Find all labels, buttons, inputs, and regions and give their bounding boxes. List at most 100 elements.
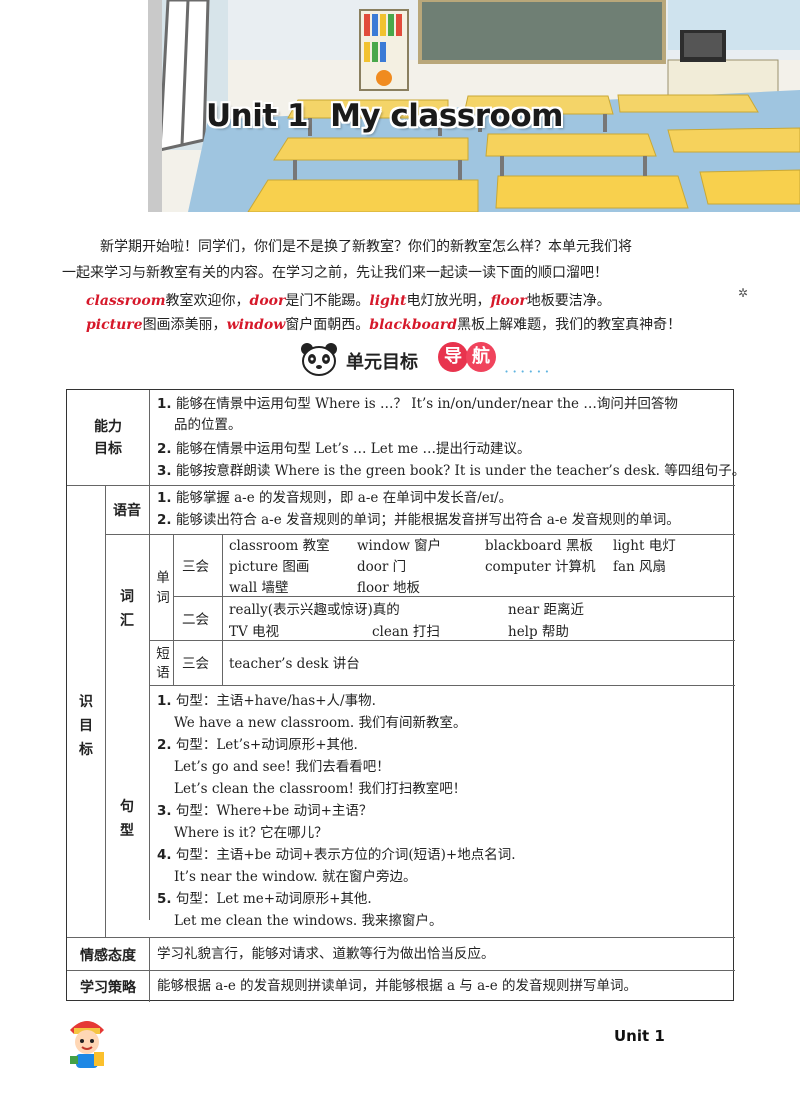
rhyme-text: 教室欢迎你， <box>165 293 250 309</box>
mascot-icon <box>70 1021 104 1068</box>
sentence-example: Let’s clean the classroom! 我们打扫教室吧！ <box>174 781 467 797</box>
item-text: 句型：Where+be 动词+主语？ <box>175 803 373 819</box>
sentence-item: 2. 句型：Let’s+动词原形+其他. <box>157 736 358 754</box>
rhyme-word: classroom <box>86 293 166 309</box>
knowledge-label-char: 标 <box>79 742 93 758</box>
ability-label: 能力 目标 <box>67 416 149 460</box>
rhyme-text: 电灯放光明， <box>406 293 491 309</box>
phonics-item-1: 1. 能够掌握 a-e 的发音规则，即 a-e 在单词中发长音/eɪ/。 <box>157 489 512 507</box>
erhui-label: 二会 <box>182 612 209 628</box>
word-label-char: 词 <box>156 590 170 606</box>
rhyme-word: door <box>249 293 286 309</box>
item-text: 能够在情景中运用句型 Let’s … Let me …提出行动建议。 <box>175 441 531 457</box>
rhyme-word: light <box>369 293 407 309</box>
rhyme-line-2: picture图画添美丽，window窗户面朝西。blackboard黑板上解难… <box>86 314 766 334</box>
emotion-label: 情感态度 <box>80 948 136 964</box>
item-text: 句型：Let’s+动词原形+其他. <box>175 737 358 753</box>
unit-goals-table: 能力 目标 1. 能够在情景中运用句型 Where is …？ It’s in/… <box>66 389 745 1002</box>
word-label: 单 词 <box>154 568 172 608</box>
item-text: 句型：Let me+动词原形+其他. <box>175 891 372 907</box>
intro-line-1: 新学期开始啦！同学们，你们是不是换了新教室？你们的新教室怎么样？本单元我们将 <box>100 239 632 255</box>
intro-line-2: 一起来学习与新教室有关的内容。在学习之前，先让我们来一起读一读下面的顺口溜吧！ <box>62 265 608 281</box>
unit-title-number: Unit 1 <box>206 98 309 134</box>
section-badge-2: 航 <box>466 342 496 372</box>
sentence-item: 1. 句型：主语+have/has+人/事物. <box>157 692 376 710</box>
item-number: 1. <box>157 693 172 709</box>
item-number: 2. <box>157 441 172 457</box>
item-number: 5. <box>157 891 172 907</box>
knowledge-label: 识 目 标 <box>67 690 105 762</box>
phonics-item-2: 2. 能够读出符合 a-e 发音规则的单词；并能根据发音拼写出符合 a-e 发音… <box>157 511 680 529</box>
sentence-example: Let’s go and see! 我们去看看吧！ <box>174 759 390 775</box>
word-item: clean 打扫 <box>372 624 440 640</box>
rhyme-text: 黑板上解难题，我们的教室真神奇！ <box>457 317 682 333</box>
ability-item-1-cont: 品的位置。 <box>174 417 242 433</box>
sentence-example: We have a new classroom. 我们有间新教室。 <box>174 715 467 731</box>
knowledge-label-char: 识 <box>79 694 93 710</box>
word-item: TV 电视 <box>229 624 280 640</box>
sparkle-icon: ✲ <box>738 286 749 300</box>
phrase-label-char: 短 <box>156 646 170 662</box>
sentence-example: It’s near the window. 就在窗户旁边。 <box>174 869 417 885</box>
item-text: 句型：主语+be 动词+表示方位的介词(短语)+地点名词. <box>175 847 516 863</box>
strategy-text: 能够根据 a-e 的发音规则拼读单词，并能够根据 a 与 a-e 的发音规则拼写… <box>157 978 637 994</box>
sentence-example: Where is it? 它在哪儿？ <box>174 825 328 841</box>
ability-item-1: 1. 能够在情景中运用句型 Where is …？ It’s in/on/und… <box>157 395 678 413</box>
section-title: 单元目标 <box>346 352 418 373</box>
vocab-label-char: 汇 <box>120 613 134 629</box>
emotion-text: 学习礼貌言行，能够对请求、道歉等行为做出恰当反应。 <box>157 946 495 962</box>
item-text: 能够读出符合 a-e 发音规则的单词；并能根据发音拼写出符合 a-e 发音规则的… <box>175 512 680 528</box>
word-item: picture 图画 <box>229 559 310 575</box>
sanhui-label: 三会 <box>182 559 209 575</box>
classroom-illustration <box>148 0 800 212</box>
phrase-label-char: 语 <box>156 665 170 681</box>
item-text: 句型：主语+have/has+人/事物. <box>175 693 376 709</box>
sentence-label: 句 型 <box>105 795 149 843</box>
phonics-label: 语音 <box>113 503 141 519</box>
word-item: window 窗户 <box>357 538 442 554</box>
ability-item-3: 3. 能够按意群朗读 Where is the green book? It i… <box>157 462 745 480</box>
sentence-label-char: 句 <box>120 799 134 815</box>
item-number: 4. <box>157 847 172 863</box>
section-badge-1: 导 <box>438 342 468 372</box>
word-item: help 帮助 <box>508 624 569 640</box>
decorative-dots: ······ <box>504 362 553 381</box>
knowledge-label-char: 目 <box>79 718 93 734</box>
ability-item-2: 2. 能够在情景中运用句型 Let’s … Let me …提出行动建议。 <box>157 440 531 458</box>
vocab-label: 词 汇 <box>105 585 149 633</box>
phrase-label: 短 语 <box>154 645 172 683</box>
word-item: near 距离近 <box>508 602 584 618</box>
word-item: door 门 <box>357 559 407 575</box>
rhyme-word: window <box>226 317 286 333</box>
rhyme-word: floor <box>490 293 527 309</box>
rhyme-text: 图画添美丽， <box>142 317 227 333</box>
rhyme-text: 窗户面朝西。 <box>285 317 370 333</box>
unit-title: Unit 1 My classroom <box>206 98 563 134</box>
word-item: wall 墙壁 <box>229 580 289 596</box>
rhyme-text: 是门不能踢。 <box>285 293 370 309</box>
item-number: 3. <box>157 463 172 479</box>
item-number: 2. <box>157 737 172 753</box>
rhyme-word: picture <box>86 317 143 333</box>
footer-unit-label: Unit 1 <box>614 1027 665 1045</box>
vocab-label-char: 词 <box>120 589 134 605</box>
phrase-sanhui-label: 三会 <box>182 656 209 672</box>
word-item: fan 风扇 <box>613 559 667 575</box>
rhyme-text: 地板要洁净。 <box>526 293 611 309</box>
word-item: blackboard 黑板 <box>485 538 593 554</box>
rhyme-word: blackboard <box>369 317 458 333</box>
section-heading: 单元目标 导 航 ······ <box>300 340 590 381</box>
sentence-label-char: 型 <box>120 823 134 839</box>
item-number: 1. <box>157 396 172 412</box>
phrase-item: teacher’s desk 讲台 <box>229 656 360 672</box>
word-item: classroom 教室 <box>229 538 330 554</box>
panda-icon <box>301 343 337 376</box>
sentence-example: Let me clean the windows. 我来擦窗户。 <box>174 913 443 929</box>
item-text: 能够掌握 a-e 的发音规则，即 a-e 在单词中发长音/eɪ/。 <box>175 490 513 506</box>
item-number: 2. <box>157 512 172 528</box>
unit-title-name: My classroom <box>330 98 563 134</box>
word-label-char: 单 <box>156 570 170 586</box>
word-item: really(表示兴趣或惊讶)真的 <box>229 602 400 618</box>
word-item: floor 地板 <box>357 580 421 596</box>
ability-label-1: 能力 <box>94 419 122 435</box>
